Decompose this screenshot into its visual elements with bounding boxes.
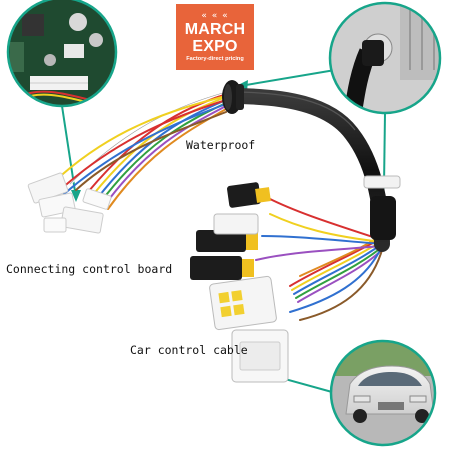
label-car-cable: Car control cable — [130, 343, 248, 357]
march-expo-badge: « « « MARCH EXPO Factory-direct pricing — [176, 4, 254, 70]
car-connectors — [209, 275, 289, 383]
callout-sleeve — [383, 112, 386, 187]
badge-tagline: Factory-direct pricing — [186, 56, 244, 62]
mounting-clip — [363, 175, 401, 189]
callout-grommet — [239, 69, 336, 87]
inset-car — [329, 339, 437, 447]
label-connecting-board: Connecting control board — [6, 262, 173, 276]
inset-board — [6, 0, 118, 108]
label-waterproof: Waterproof — [186, 138, 256, 152]
chevron-arrows-icon: « « « — [201, 11, 229, 21]
callout-board — [61, 105, 77, 199]
board-connectors — [27, 172, 112, 234]
strain-relief — [370, 196, 396, 240]
badge-title-line1: MARCH — [184, 21, 246, 38]
harness-sheath — [222, 80, 401, 252]
black-plugs — [190, 182, 271, 280]
inset-grommet — [328, 1, 442, 115]
badge-title-line2: EXPO — [192, 38, 238, 55]
wire-bundle-left — [53, 90, 228, 210]
wire-bundle-lower — [255, 197, 383, 321]
arrow-board — [71, 190, 81, 202]
